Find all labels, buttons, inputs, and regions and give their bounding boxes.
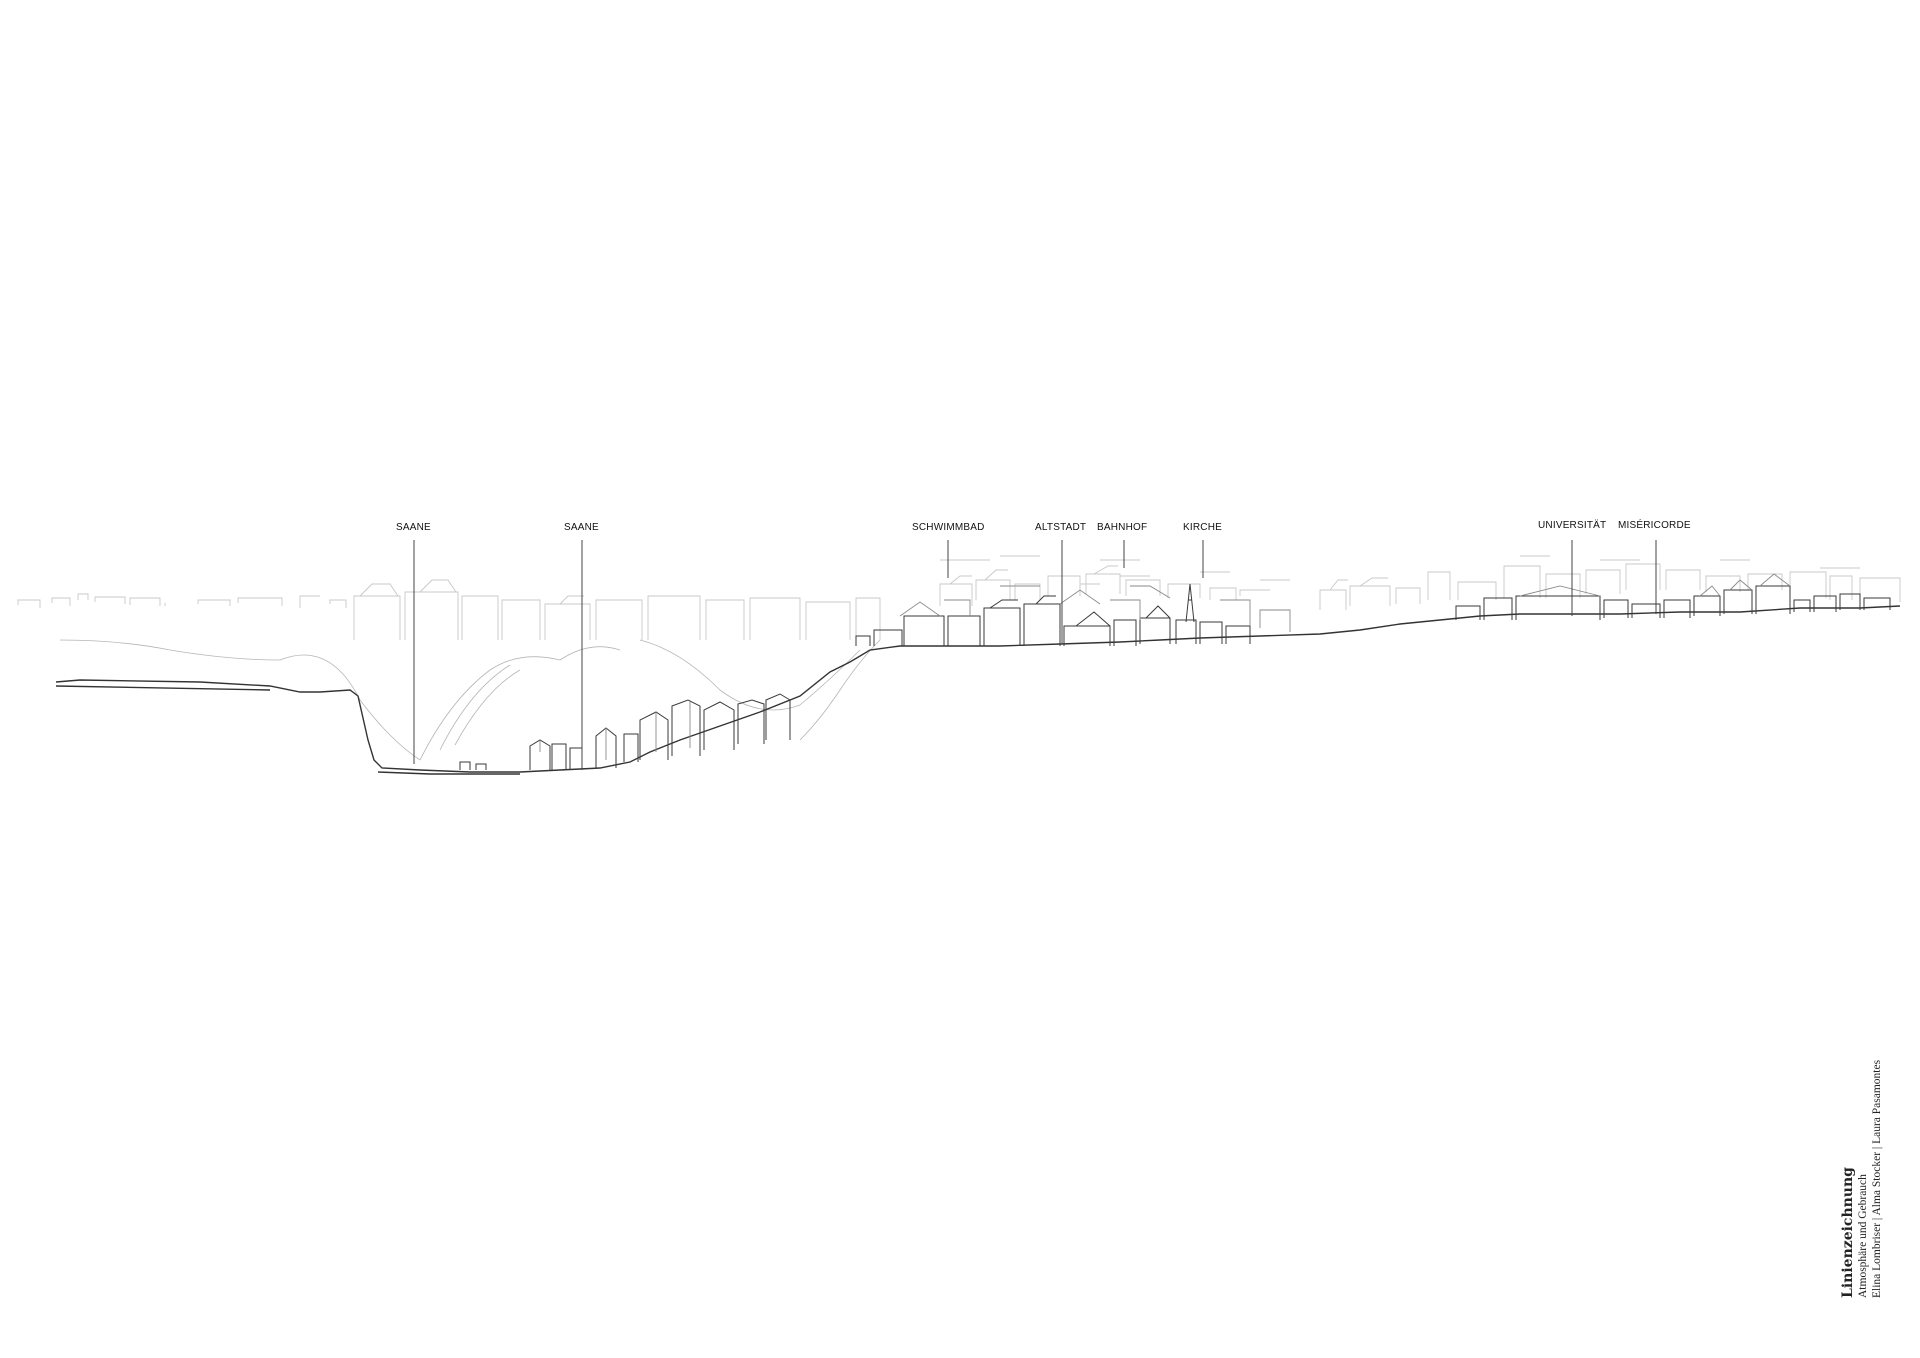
label-bahnhof: BAHNHOF	[1097, 522, 1147, 533]
valley-houses	[459, 693, 791, 770]
label-universitaet: UNIVERSITÄT	[1538, 519, 1606, 531]
title-block-authors: Elina Lombriser | Alma Stocker | Laura P…	[1871, 1059, 1883, 1298]
city-buildings	[855, 573, 1891, 646]
background-skyline	[17, 555, 1901, 640]
title-block: Linienzeichnung Atmosphäre und Gebrauch …	[1840, 878, 1884, 1298]
ground-section-line	[55, 605, 1901, 773]
title-block-subtitle: Atmosphäre und Gebrauch	[1857, 1174, 1869, 1298]
label-schwimmbad: SCHWIMMBAD	[912, 522, 985, 533]
label-altstadt: ALTSTADT	[1035, 522, 1086, 533]
label-kirche: KIRCHE	[1183, 522, 1222, 533]
label-misericorde: MISÉRICORDE	[1618, 518, 1691, 531]
label-saane-2: SAANE	[564, 522, 599, 533]
leader-lines	[413, 540, 1657, 770]
place-labels: SAANE SAANE SCHWIMMBAD ALTSTADT BAHNHOF …	[396, 518, 1691, 533]
hill-slopes	[59, 639, 881, 761]
ground-secondary-line	[55, 685, 520, 775]
label-saane-1: SAANE	[396, 522, 431, 533]
title-block-title: Linienzeichnung	[1840, 1167, 1856, 1298]
